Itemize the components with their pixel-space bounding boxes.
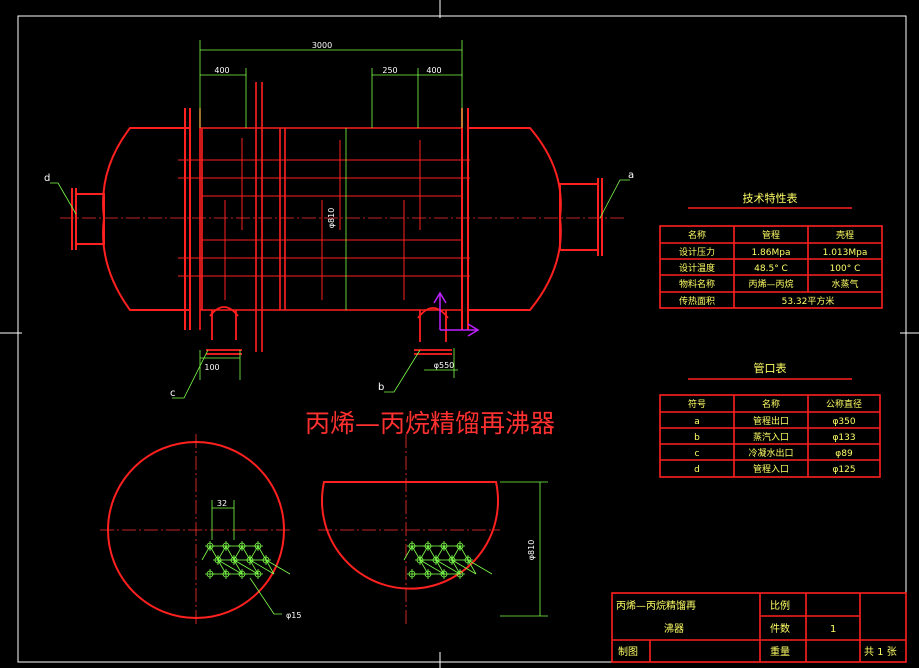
nozzle-cell: d: [694, 465, 700, 475]
tube-pitch-line: [467, 559, 493, 575]
tube-pitch-line: [249, 545, 267, 561]
nozzle-table: 管口表 符号 名称 公称直径 a 管程出口 φ350 b 蒸汽入口 φ133 c…: [659, 361, 881, 478]
nozzle-cell: 冷凝水出口: [748, 447, 793, 459]
dim-shell-dia: φ810: [327, 208, 336, 229]
dim-right-gap-b: 400: [426, 66, 441, 75]
spec-cell: 丙烯—丙烷: [748, 278, 793, 290]
nozzle-cell: c: [695, 449, 700, 459]
drawing-title: 丙烯—丙烷精馏再沸器: [305, 409, 555, 438]
spec-area-value: 53.32平方米: [782, 295, 835, 307]
spec-cell: 48.5° C: [754, 264, 788, 274]
reboiler-front-view: [60, 82, 625, 355]
head-section-view: [318, 434, 548, 624]
shell-body: [199, 82, 462, 352]
nozzle-cell: a: [694, 417, 700, 427]
nozzle-table-title: 管口表: [754, 361, 787, 375]
nozzle-header-name: 名称: [762, 398, 780, 410]
tube-pitch-line: [233, 545, 251, 561]
nozzle-label-a: a: [628, 170, 634, 181]
title-block-name-line2: 沸器: [664, 622, 684, 635]
tube-pitch-line: [419, 545, 437, 561]
dim-nozzle-right: φ550: [434, 361, 455, 370]
spec-cell: 设计温度: [679, 262, 715, 274]
dim-end-dia: φ810: [527, 540, 536, 561]
right-channel-head: [461, 108, 603, 330]
nozzle-label-b: b: [378, 382, 384, 393]
front-dimensions: [50, 40, 630, 399]
bottom-nozzles: [206, 306, 452, 355]
nozzle-cell: 管程入口: [753, 463, 789, 475]
spec-table: 技术特性表 名称 管程 壳程 设计压力 1.86Mpa 1.013Mpa 设计温…: [659, 191, 883, 309]
tube-pitch-line: [233, 559, 259, 575]
tube-center-mark: [253, 569, 263, 579]
tube-pitch-line: [217, 559, 243, 575]
dim-left-gap: 400: [214, 66, 229, 75]
tube-center-mark: [455, 569, 465, 579]
nozzle-header-symbol: 符号: [688, 398, 706, 410]
title-block-drawn-label: 制图: [618, 645, 638, 658]
tube-pitch-line: [435, 545, 453, 561]
spec-cell: 1.013Mpa: [823, 248, 868, 258]
nozzle-cell: φ133: [832, 433, 855, 443]
title-block-scale-label: 比例: [770, 599, 790, 612]
nozzle-label-d: d: [44, 173, 50, 184]
dim-tube-dia: φ15: [286, 611, 301, 620]
spec-cell: 1.86Mpa: [751, 248, 790, 258]
nozzle-cell: φ89: [835, 449, 853, 459]
tube-pitch-line: [249, 559, 275, 575]
dim-overall-length: 3000: [312, 41, 332, 50]
nozzle-cell: φ125: [832, 465, 855, 475]
title-block: 丙烯—丙烷精馏再 沸器 比例 件数 1 制图 重量 共 1 张: [611, 592, 907, 663]
tube-pitch-line: [435, 559, 461, 575]
tube-pattern-right: [403, 541, 493, 579]
front-dimension-texts: 3000 400 250 400 φ810 100 φ550 d a c b: [44, 41, 634, 399]
spec-cell: 设计压力: [679, 246, 715, 258]
spec-table-title: 技术特性表: [743, 191, 798, 205]
ucs-icon: [433, 291, 480, 337]
nozzle-header-diameter: 公称直径: [826, 398, 862, 410]
spec-header-tube: 管程: [762, 229, 780, 241]
left-channel-head: [71, 108, 191, 330]
nozzle-cell: b: [694, 433, 700, 443]
nozzle-cell: 管程出口: [753, 415, 789, 427]
spec-area-label: 传热面积: [679, 295, 715, 307]
tube-bundle: [178, 138, 470, 300]
title-block-sheets: 共 1 张: [864, 646, 897, 658]
tube-pitch-line: [419, 559, 445, 575]
spec-header-name: 名称: [688, 229, 706, 241]
nozzle-label-c: c: [170, 388, 176, 399]
tube-pitch-line: [265, 559, 291, 575]
dim-pitch: 32: [217, 499, 227, 508]
spec-cell: 水蒸气: [831, 278, 858, 290]
section-dimension-texts: 32 φ15 φ810: [217, 499, 536, 620]
spec-cell: 100° C: [830, 264, 861, 274]
tube-pitch-line: [201, 545, 219, 561]
tube-pitch-line: [217, 545, 235, 561]
tubesheet-section-view: [100, 434, 292, 624]
tube-pattern-left: [201, 541, 291, 579]
nozzle-cell: φ350: [832, 417, 855, 427]
tube-pitch-line: [403, 545, 421, 561]
spec-header-shell: 壳程: [836, 229, 854, 241]
dim-right-gap-a: 250: [382, 66, 397, 75]
nozzle-cell: 蒸汽入口: [753, 431, 789, 443]
tube-pitch-line: [451, 545, 469, 561]
title-block-name-line1: 丙烯—丙烷精馏再: [616, 599, 696, 612]
dim-nozzle-left: 100: [204, 363, 219, 372]
tube-pitch-line: [451, 559, 477, 575]
spec-cell: 物料名称: [679, 278, 715, 290]
title-block-weight-label: 重量: [770, 645, 790, 658]
title-block-qty-label: 件数: [770, 622, 790, 635]
title-block-qty-value: 1: [830, 624, 836, 635]
